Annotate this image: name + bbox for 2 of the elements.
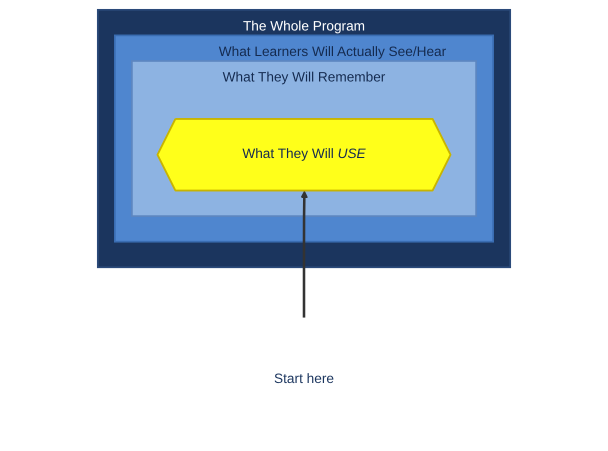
node-text: Start here: [274, 372, 334, 387]
arrow: [300, 190, 308, 318]
